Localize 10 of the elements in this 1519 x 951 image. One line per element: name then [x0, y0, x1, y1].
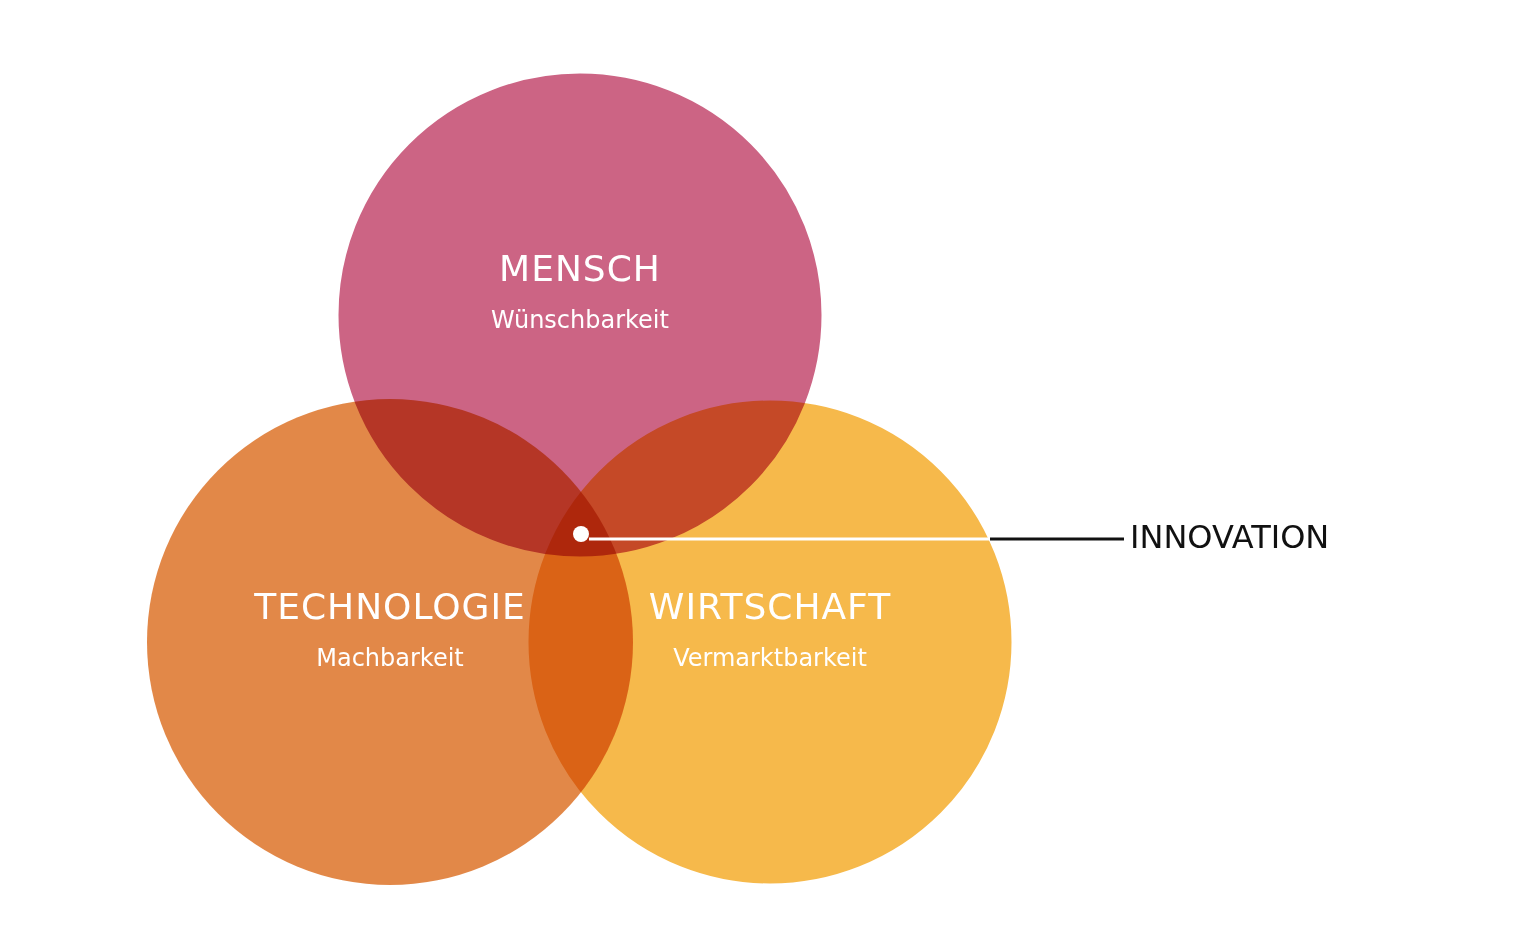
circle-subtitle: Wünschbarkeit — [490, 306, 670, 334]
circle-title: TECHNOLOGIE — [253, 586, 527, 627]
callout-label: INNOVATION — [1130, 515, 1330, 559]
circle-title: MENSCH — [498, 248, 662, 289]
circle-subtitle: Vermarktbarkeit — [672, 644, 868, 672]
leader-line — [589, 537, 1124, 541]
circle-title: WIRTSCHAFT — [647, 586, 893, 627]
intersection-dot — [573, 526, 589, 542]
circle-subtitle: Machbarkeit — [315, 644, 465, 672]
venn-circle — [335, 70, 825, 560]
